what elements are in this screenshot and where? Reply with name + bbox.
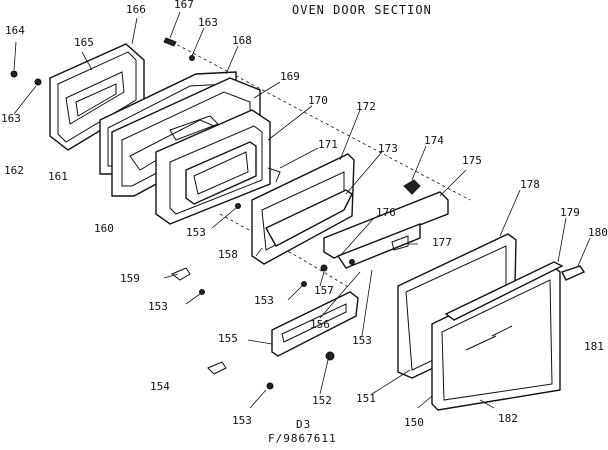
door-liner-box <box>155 109 271 225</box>
screw-153-upper <box>235 203 241 209</box>
callout-170: 170 <box>308 94 328 107</box>
page-code: D3 <box>296 418 311 431</box>
callout-180: 180 <box>588 226 608 239</box>
callout-167: 167 <box>174 0 194 11</box>
handle-end-cap <box>561 265 586 281</box>
callout-168: 168 <box>232 34 252 47</box>
callout-179: 179 <box>560 206 580 219</box>
callout-153-left: 153 <box>148 300 168 313</box>
callout-174: 174 <box>424 134 444 147</box>
callout-172: 172 <box>356 100 376 113</box>
callout-162: 162 <box>4 164 24 177</box>
callout-153-bottom: 153 <box>232 414 252 427</box>
screw-153-mid <box>301 281 307 287</box>
callout-169: 169 <box>280 70 300 83</box>
model-code: F/9867611 <box>268 432 337 445</box>
callout-171: 171 <box>318 138 338 151</box>
callout-157: 157 <box>314 284 334 297</box>
callout-153-upper: 153 <box>186 226 206 239</box>
door-bumper <box>403 179 421 195</box>
baffle-plate <box>265 189 353 247</box>
callout-173: 173 <box>378 142 398 155</box>
hinge-clip <box>391 235 409 251</box>
callout-166: 166 <box>126 3 146 16</box>
callout-labels: 166 167 163 164 165 168 163 169 170 172 … <box>1 0 608 429</box>
callout-158: 158 <box>218 248 238 261</box>
grommet-152 <box>325 351 335 361</box>
callout-182: 182 <box>498 412 518 425</box>
bottom-trim-panel <box>271 291 359 357</box>
callout-155: 155 <box>218 332 238 345</box>
callout-153-right: 153 <box>352 334 372 347</box>
screw-163-left <box>34 78 42 86</box>
screw-163-top <box>189 55 195 61</box>
callout-156: 156 <box>310 318 330 331</box>
hinge-strip <box>336 222 421 269</box>
callout-181: 181 <box>584 340 604 353</box>
callout-151: 151 <box>356 392 376 405</box>
callout-160: 160 <box>94 222 114 235</box>
assembly-axis-line-lower <box>219 213 351 289</box>
callout-176: 176 <box>376 206 396 219</box>
callout-163-left: 163 <box>1 112 21 125</box>
screw-153-right <box>349 259 355 265</box>
screw-153-left <box>199 289 205 295</box>
callout-150: 150 <box>404 416 424 429</box>
clip-159 <box>171 267 191 281</box>
leader-lines <box>13 11 591 409</box>
callout-163-top: 163 <box>198 16 218 29</box>
callout-152: 152 <box>312 394 332 407</box>
callout-177: 177 <box>432 236 452 249</box>
inner-strip <box>323 191 449 259</box>
screw-153-bottom <box>266 382 274 390</box>
callout-153-mid: 153 <box>254 294 274 307</box>
screw-167 <box>163 37 177 47</box>
screw-164 <box>10 70 18 78</box>
door-bracket <box>267 167 281 183</box>
callout-178: 178 <box>520 178 540 191</box>
callout-154: 154 <box>150 380 170 393</box>
callout-159: 159 <box>120 272 140 285</box>
diagram-title: OVEN DOOR SECTION <box>292 3 432 17</box>
callout-175: 175 <box>462 154 482 167</box>
door-glass-assembly <box>431 261 564 411</box>
clip-154 <box>207 361 227 375</box>
callout-165: 165 <box>74 36 94 49</box>
assembly-axis-line <box>171 41 471 201</box>
callout-164: 164 <box>5 24 25 37</box>
screw-157 <box>320 264 328 272</box>
callout-161: 161 <box>48 170 68 183</box>
